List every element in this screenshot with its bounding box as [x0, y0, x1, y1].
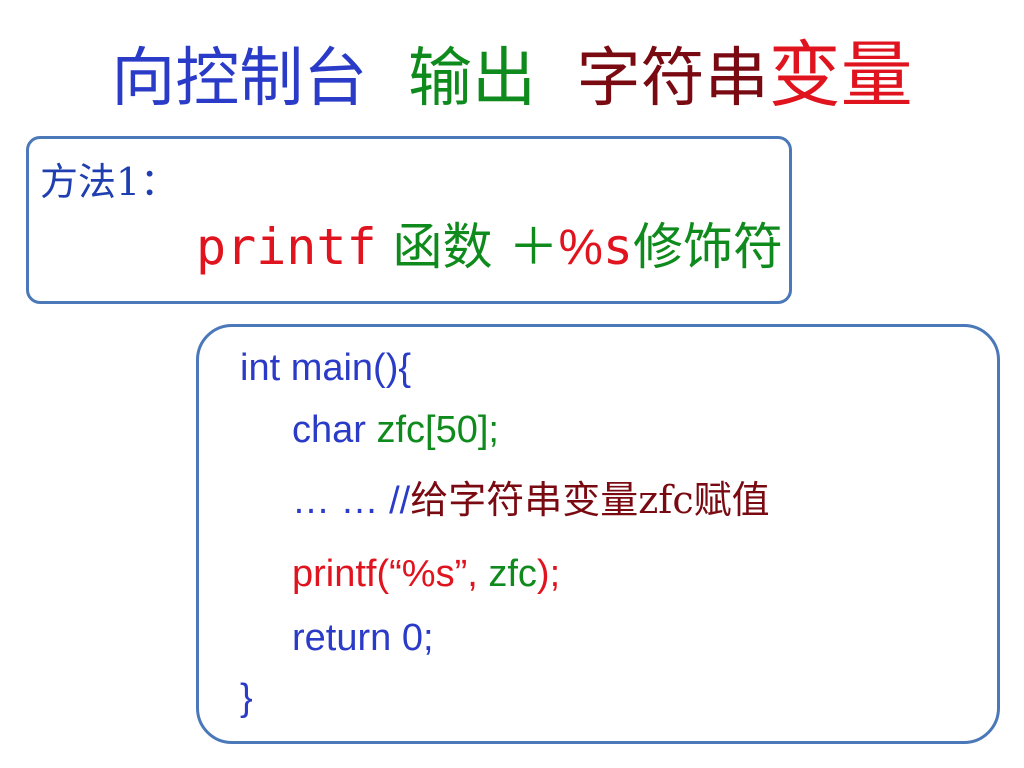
code-line-main: int main(){	[240, 347, 412, 389]
code-comment-text: 给字符串变量zfc赋值	[410, 478, 770, 522]
title-part-string: 字符串	[576, 42, 769, 116]
code-box	[196, 324, 1000, 744]
method-function: 函数	[392, 218, 493, 276]
code-variable-decl: zfc[50];	[376, 409, 499, 451]
method-label: 方法1：	[40, 160, 179, 204]
title-part-output: 输出	[407, 42, 536, 116]
code-printf-close: );	[536, 553, 561, 595]
code-printf-arg: zfc	[488, 553, 537, 595]
method-percent: %	[558, 219, 603, 275]
code-keyword-char: char	[292, 409, 377, 451]
code-line-printf: printf(“%s”, zfc);	[292, 550, 560, 598]
code-line-declare: char zfc[50];	[292, 406, 499, 454]
code-line-return: return 0;	[292, 617, 434, 659]
method-modifier: 修饰符	[633, 218, 784, 276]
code-line-close-brace: }	[240, 677, 253, 719]
code-printf-call: printf(“%s”,	[292, 553, 489, 595]
method-printf: printf	[196, 218, 377, 276]
code-line-comment: … … //给字符串变量zfc赋值	[292, 476, 770, 525]
code-ellipsis: … …	[292, 480, 390, 522]
method-s: s	[602, 218, 634, 276]
page-title: 向控制台 输出 字符串变量	[0, 30, 1024, 124]
title-part-console: 向控制台	[111, 42, 368, 116]
method-description: printf 函数 ＋%s修饰符	[196, 214, 783, 280]
code-comment-slashes: //	[389, 480, 411, 522]
method-plus: ＋	[508, 218, 559, 276]
title-part-variable: 变量	[768, 33, 913, 117]
method-box	[26, 136, 792, 304]
